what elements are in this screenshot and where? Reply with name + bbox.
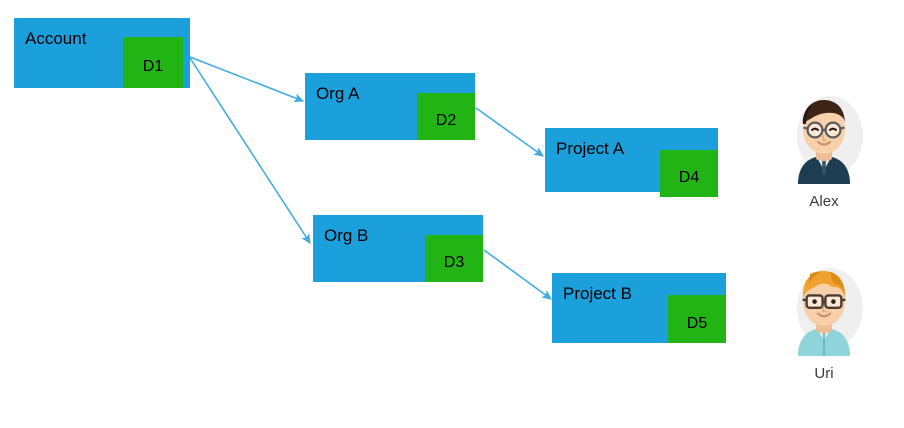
- badge-d2[interactable]: D2: [417, 93, 475, 140]
- badge-d2-label: D2: [435, 112, 457, 129]
- badge-d5[interactable]: D5: [668, 295, 726, 343]
- edge-account-to-org-a: [189, 56, 305, 103]
- node-account[interactable]: D1 Account: [14, 18, 190, 88]
- node-project-b[interactable]: D5 Project B: [552, 273, 726, 343]
- edge-org-b-to-project-b: [483, 249, 553, 300]
- avatar-uri-icon: [797, 268, 863, 356]
- badge-d4-label: D4: [678, 169, 700, 186]
- badge-d1[interactable]: D1: [123, 37, 183, 88]
- person-alex: Alex: [776, 90, 872, 211]
- node-org-b-label: Org B: [324, 226, 369, 245]
- node-project-b-label: Project B: [563, 284, 632, 303]
- badge-d3[interactable]: D3: [425, 235, 483, 282]
- badge-d3-label: D3: [443, 254, 465, 271]
- avatar-alex-icon: [797, 96, 863, 184]
- badge-d5-label: D5: [686, 314, 708, 332]
- node-project-a[interactable]: D4 Project A: [545, 128, 718, 197]
- person-uri-name: Uri: [814, 365, 834, 382]
- badge-d4[interactable]: D4: [660, 150, 718, 197]
- edge-account-to-org-b: [189, 57, 311, 245]
- person-uri: Uri: [776, 262, 872, 383]
- node-org-b[interactable]: D3 Org B: [313, 215, 483, 282]
- person-alex-name: Alex: [809, 193, 839, 210]
- node-account-label: Account: [25, 29, 87, 48]
- edge-org-a-to-project-a: [475, 107, 545, 157]
- node-org-a-label: Org A: [316, 84, 360, 103]
- node-org-a[interactable]: D2 Org A: [305, 73, 475, 140]
- node-project-a-label: Project A: [556, 139, 625, 158]
- badge-d1-label: D1: [142, 58, 164, 75]
